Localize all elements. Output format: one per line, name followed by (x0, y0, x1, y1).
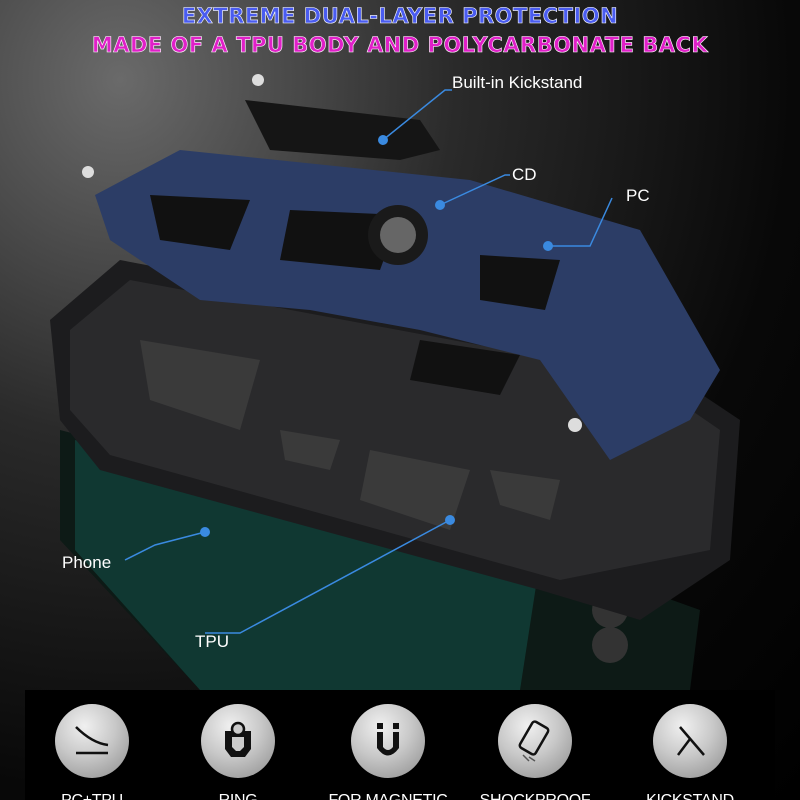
feature-label: KICKSTAND (625, 792, 755, 800)
leader-lines (124, 89, 613, 634)
kickstand-part (82, 74, 440, 178)
kickstand-icon (653, 704, 727, 778)
feature-kickstand: KICKSTAND (625, 690, 755, 800)
layers-curve-icon (55, 704, 129, 778)
feature-label: PC+TPU (27, 792, 157, 800)
callout-cd: CD (512, 165, 537, 184)
feature-label: SHOCKPROOF (470, 792, 600, 800)
feature-pc-tpu: PC+TPU (27, 690, 157, 800)
headline-secondary: MADE OF A TPU BODY AND POLYCARBONATE BAC… (91, 33, 709, 58)
feature-magnetic: FOR MAGNETIC (323, 690, 453, 800)
feature-label: FOR MAGNETIC (323, 792, 453, 800)
ring-holder-icon (201, 704, 275, 778)
magnet-icon (351, 704, 425, 778)
callout-pc: PC (626, 186, 650, 205)
headline-primary: EXTREME DUAL-LAYER PROTECTION (181, 4, 619, 29)
feature-ring: RING (173, 690, 303, 800)
callout-kickstand: Built-in Kickstand (452, 73, 583, 92)
case-exploded-illustration (50, 74, 740, 690)
callout-phone: Phone (62, 553, 112, 572)
feature-label: RING (173, 792, 303, 800)
shockproof-phone-icon (498, 704, 572, 778)
feature-bar: PC+TPU RING FOR MAGNETIC SHOCKPROOF KICK… (25, 690, 775, 800)
pc-frame (95, 150, 720, 460)
feature-shockproof: SHOCKPROOF (470, 690, 600, 800)
callout-tpu: TPU (195, 632, 229, 651)
